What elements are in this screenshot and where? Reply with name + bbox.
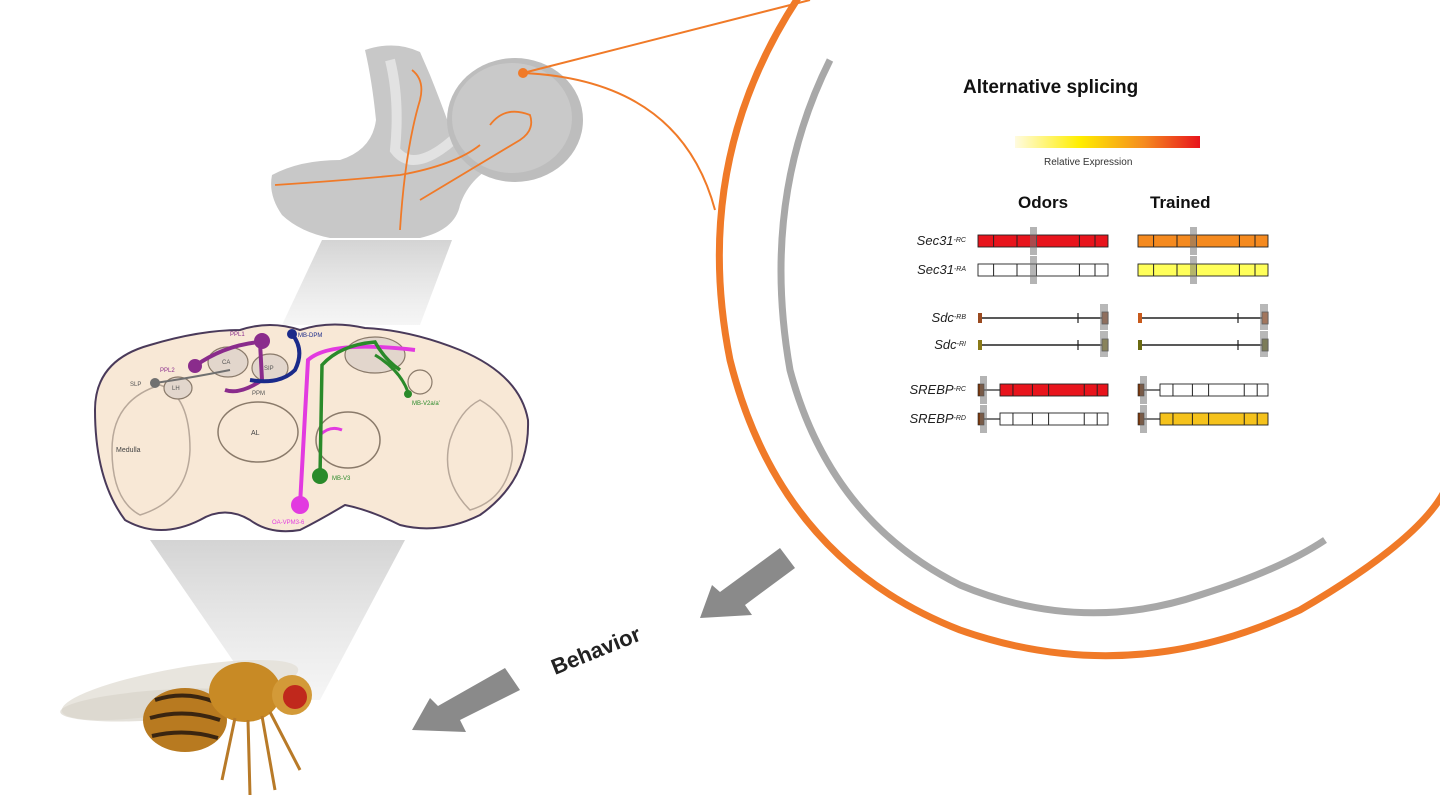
label-ca: CA bbox=[222, 360, 230, 366]
splice-highlight bbox=[1100, 331, 1108, 357]
label-ohvt: OA-VPM3-6 bbox=[272, 520, 305, 526]
projection-beam-upper bbox=[282, 240, 452, 325]
label-ppl2: PPL2 bbox=[160, 368, 175, 374]
splice-highlight bbox=[1030, 256, 1037, 284]
transcript-body bbox=[1137, 263, 1269, 277]
splice-highlight bbox=[1030, 227, 1037, 255]
gene-label: SREBP-RC bbox=[909, 382, 966, 397]
zoom-line-top bbox=[522, 0, 811, 74]
zoom-circle-arc bbox=[715, 0, 1440, 660]
label-ppl1: PPL1 bbox=[230, 332, 245, 338]
gene-label: Sdc-RI bbox=[934, 337, 966, 352]
label-al: AL bbox=[251, 430, 260, 437]
label-ppm: PPM bbox=[252, 391, 265, 397]
exon-mark bbox=[978, 313, 982, 323]
gene-row: Sec31-RA bbox=[917, 256, 1269, 284]
transcript-body bbox=[1159, 383, 1269, 397]
transcript-body bbox=[1137, 234, 1269, 248]
behavior-label: Behavior bbox=[548, 621, 645, 680]
projection-beam-lower bbox=[150, 540, 405, 700]
gene-row: Sec31-RC bbox=[917, 227, 1269, 255]
gene-rows: Sec31-RC Sec31-RA Sdc-RB Sdc-RI SREBP-RC SREB… bbox=[909, 227, 1269, 433]
transcript-body bbox=[977, 263, 1109, 277]
label-mbv3: MB-V3 bbox=[332, 476, 351, 482]
splice-highlight bbox=[1140, 376, 1147, 404]
splice-highlight bbox=[1190, 227, 1197, 255]
splice-highlight bbox=[1100, 304, 1108, 330]
splicing-title: Alternative splicing bbox=[963, 77, 1138, 98]
gene-label: Sdc-RB bbox=[932, 310, 967, 325]
splice-highlight bbox=[980, 405, 987, 433]
gene-label: Sec31-RC bbox=[917, 233, 967, 248]
zoom-line-curve bbox=[522, 72, 716, 211]
inner-gray-arc bbox=[777, 58, 1327, 617]
expression-gradient-bar bbox=[1015, 136, 1200, 148]
column-header-odors: Odors bbox=[1018, 193, 1068, 212]
gene-row: Sdc-RB bbox=[932, 304, 1269, 330]
mushroom-body bbox=[271, 45, 583, 238]
fly-brain: PPL2 PPL1 MB-DPM CA SIP SLP LH PPM MB-V2… bbox=[93, 323, 530, 533]
transcript-body bbox=[999, 383, 1109, 397]
expression-legend-label: Relative Expression bbox=[1044, 157, 1132, 168]
label-slp: SLP bbox=[130, 382, 141, 388]
splicing-panel: Alternative splicing Relative Expression… bbox=[909, 77, 1269, 433]
column-header-trained: Trained bbox=[1150, 193, 1210, 212]
splice-highlight bbox=[1260, 304, 1268, 330]
label-lh: LH bbox=[172, 386, 180, 392]
label-mbdpm: MB-DPM bbox=[298, 333, 322, 339]
gene-row: Sdc-RI bbox=[934, 331, 1269, 357]
behavior-arrow-upper bbox=[700, 548, 795, 618]
gene-row: SREBP-RC bbox=[909, 376, 1269, 404]
exon-mark bbox=[1138, 313, 1142, 323]
transcript-body bbox=[1159, 412, 1269, 426]
splice-highlight bbox=[1190, 256, 1197, 284]
label-medulla: Medulla bbox=[116, 447, 141, 454]
transcript-body bbox=[999, 412, 1109, 426]
splice-highlight bbox=[1260, 331, 1268, 357]
transcript-body bbox=[977, 234, 1109, 248]
exon-mark bbox=[1138, 340, 1142, 350]
splice-highlight bbox=[980, 376, 987, 404]
label-sip: SIP bbox=[264, 366, 274, 372]
fruit-fly-image bbox=[60, 659, 312, 796]
gene-row: SREBP-RD bbox=[909, 405, 1269, 433]
exon-mark bbox=[978, 340, 982, 350]
splice-highlight bbox=[1140, 405, 1147, 433]
behavior-arrow-lower bbox=[412, 668, 520, 732]
gene-label: SREBP-RD bbox=[909, 411, 966, 426]
label-mbv2a: MB-V2a/a' bbox=[412, 401, 440, 407]
gene-label: Sec31-RA bbox=[917, 262, 966, 277]
